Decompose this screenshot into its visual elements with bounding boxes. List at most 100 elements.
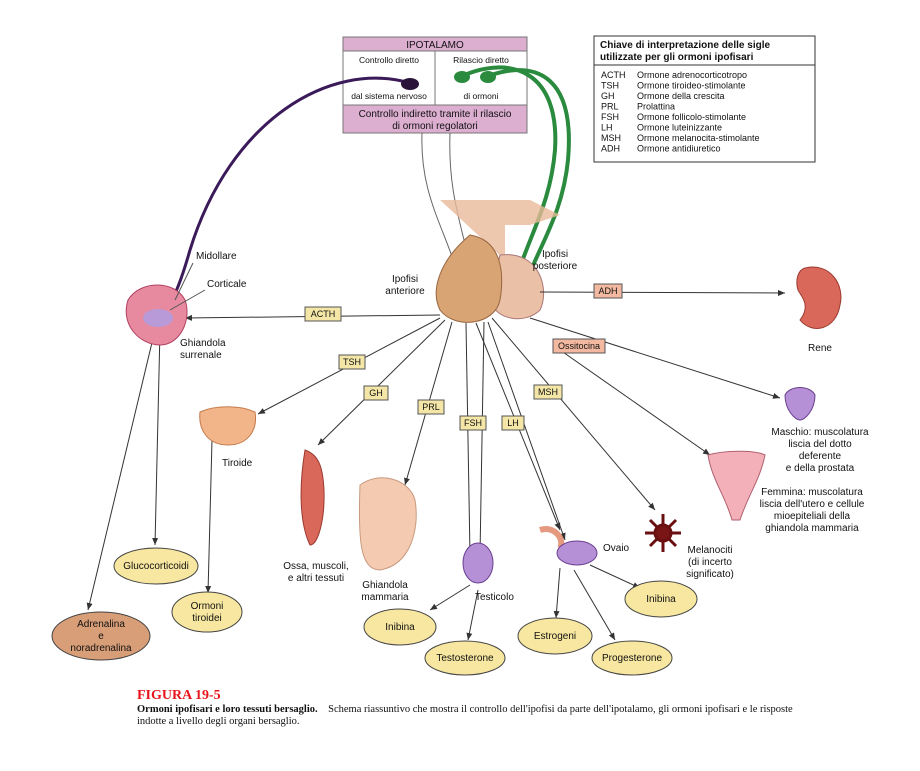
melanocyte-icon xyxy=(645,514,681,552)
mammary-label: mammaria xyxy=(361,592,409,603)
bones-label: Ossa, muscoli, xyxy=(283,561,349,572)
neuron-body-icon xyxy=(401,78,419,90)
hormone-label-oxytocin: Ossitocina xyxy=(552,338,606,354)
direct-control-sub: dal sistema nervoso xyxy=(351,91,427,101)
direct-control-label: Controllo diretto xyxy=(359,55,419,65)
hormone-label-prl: PRL xyxy=(417,399,445,415)
neurosecretory-axon xyxy=(461,65,558,301)
male-target-label: deferente xyxy=(799,451,842,462)
thyroid-hormones-label: tiroidei xyxy=(192,613,221,624)
testis-label: Testicolo xyxy=(475,592,514,603)
prostate-icon xyxy=(784,387,816,421)
neuron-body-icon xyxy=(454,71,470,83)
testis-icon xyxy=(462,542,494,584)
direct-release-sub: di ormoni xyxy=(464,91,499,101)
key-definition: Ormone melanocita-stimolante xyxy=(637,133,760,143)
thyroid-hormones-label: Ormoni xyxy=(191,601,224,612)
hormone-label-lh: LH xyxy=(501,415,525,431)
hormone-abbr: MSH xyxy=(538,387,558,397)
male-target-label: e della prostata xyxy=(786,463,855,474)
adrenaline-label: noradrenalina xyxy=(70,643,132,654)
pituitary-gland-icon xyxy=(435,200,560,323)
melanocytes-label: significato) xyxy=(686,569,734,580)
hormone-abbr: ADH xyxy=(598,286,617,296)
hormone-label-gh: GH xyxy=(363,385,389,401)
testosterone-label: Testosterone xyxy=(436,653,494,664)
posterior-pituitary-label: posteriore xyxy=(533,261,578,272)
key-definition: Ormone antidiuretico xyxy=(637,144,721,154)
muscle-bone-icon xyxy=(300,449,325,546)
response-inhibin-male: Inibina xyxy=(363,608,437,646)
hormone-label-tsh: TSH xyxy=(338,354,366,370)
kidney-icon xyxy=(796,266,842,329)
key-abbreviation: PRL xyxy=(601,102,619,112)
female-target-label: Femmina: muscolatura xyxy=(761,487,863,498)
key-abbreviation: MSH xyxy=(601,133,621,143)
anterior-pituitary-label: anteriore xyxy=(385,286,425,297)
key-definition: Ormone follicolo-stimolante xyxy=(637,112,746,122)
key-abbreviation: FSH xyxy=(601,112,619,122)
adrenal-label: surrenale xyxy=(180,350,222,361)
indirect-control-line2: di ormoni regolatori xyxy=(392,121,478,132)
response-progesterone: Progesterone xyxy=(591,640,673,676)
hormone-label-adh: ADH xyxy=(593,283,623,299)
hormone-label-acth: ACTH xyxy=(304,306,342,322)
leader-line xyxy=(174,262,194,301)
figure-number: FIGURA 19-5 xyxy=(137,688,221,703)
melanocytes-label: (di incerto xyxy=(688,557,732,568)
hormone-abbr: PRL xyxy=(422,402,440,412)
key-abbreviation: LH xyxy=(601,123,613,133)
response-adrenaline: Adrenalina e noradrenalina xyxy=(51,611,151,661)
bones-label: e altri tessuti xyxy=(288,573,344,584)
medulla-label: Midollare xyxy=(196,251,237,262)
adrenaline-label: Adrenalina xyxy=(77,619,125,630)
hormone-abbr: GH xyxy=(369,388,383,398)
thyroid-label: Tiroide xyxy=(222,458,253,469)
posterior-pituitary-label: Ipofisi xyxy=(542,249,568,260)
hormone-label-msh: MSH xyxy=(533,384,563,400)
hormone-abbr: Ossitocina xyxy=(558,341,600,351)
indirect-control-line1: Controllo indiretto tramite il rilascio xyxy=(359,109,512,120)
key-definition: Prolattina xyxy=(637,102,675,112)
adrenal-gland-icon xyxy=(125,284,188,346)
adrenal-label: Ghiandola xyxy=(180,338,226,349)
abbreviation-key: Chiave di interpretazione delle sigle ut… xyxy=(593,35,816,163)
hypothalamus-box: IPOTALAMO Controllo diretto dal sistema … xyxy=(342,36,528,134)
ovary-icon xyxy=(556,540,598,566)
thyroid-icon xyxy=(199,406,257,446)
mammary-label: Ghiandola xyxy=(362,580,408,591)
progesterone-label: Progesterone xyxy=(602,653,662,664)
key-definition: Ormone luteinizzante xyxy=(637,123,722,133)
mammary-gland-icon xyxy=(358,477,417,571)
portal-vessel xyxy=(421,132,456,266)
male-target-label: liscia del dotto xyxy=(788,439,852,450)
response-inhibin-female: Inibina xyxy=(624,580,698,618)
hormone-abbr: LH xyxy=(507,418,519,428)
neuron-body-icon xyxy=(480,71,496,83)
response-testosterone: Testosterone xyxy=(424,640,506,676)
estrogens-label: Estrogeni xyxy=(534,631,576,642)
key-definition: Ormone della crescita xyxy=(637,91,725,101)
kidney-label: Rene xyxy=(808,343,832,354)
glucocorticoids-label: Glucocorticoidi xyxy=(123,561,189,572)
adrenaline-label: e xyxy=(98,631,104,642)
response-estrogens: Estrogeni xyxy=(517,617,593,655)
caption-text: Schema riassuntivo che mostra il control… xyxy=(137,704,793,727)
inhibin-label: Inibina xyxy=(646,594,676,605)
female-target-label: ghiandola mammaria xyxy=(765,523,859,534)
key-definition: Ormone adrenocorticotropo xyxy=(637,70,747,80)
key-abbreviation: ACTH xyxy=(601,70,626,80)
female-target-label: mioepiteliali della xyxy=(774,511,851,522)
uterus-icon xyxy=(707,450,766,521)
hormone-abbr: ACTH xyxy=(311,309,336,319)
key-abbreviation: ADH xyxy=(601,144,620,154)
male-target-label: Maschio: muscolatura xyxy=(771,427,869,438)
figure-caption: FIGURA 19-5 Ormoni ipofisari e loro tess… xyxy=(137,688,797,728)
key-abbreviation: GH xyxy=(601,91,615,101)
neurosecretory-axon xyxy=(487,68,571,301)
response-thyroid-hormones: Ormoni tiroidei xyxy=(171,591,243,633)
direct-release-label: Rilascio diretto xyxy=(453,55,509,65)
fallopian-tube-icon xyxy=(539,526,565,550)
hormone-abbr: FSH xyxy=(464,418,482,428)
